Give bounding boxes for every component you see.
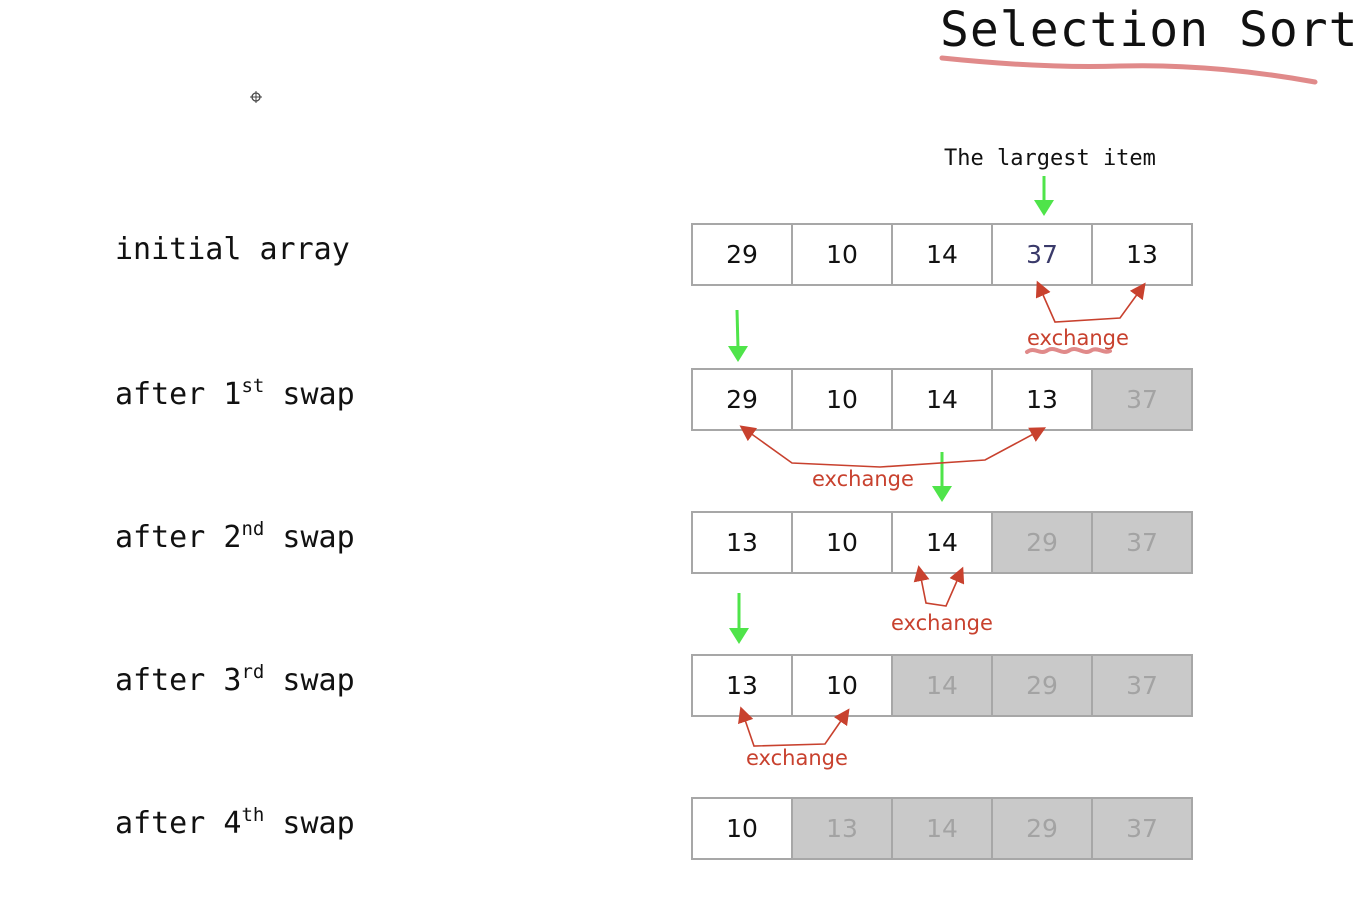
row-label-1: after 1st swap [115,375,355,412]
array-cell: 14 [893,370,993,429]
array-cell: 29 [693,225,793,284]
array-cell-sorted: 37 [1093,656,1193,715]
array-cell-sorted: 37 [1093,513,1193,572]
array-cell: 13 [1093,225,1193,284]
row-label-initial: initial array [115,232,350,267]
row-label-3: after 3rd swap [115,661,355,698]
exchange-arrow [1035,280,1146,323]
array-cell: 14 [893,225,993,284]
array-cell-sorted: 14 [893,799,993,858]
exchange-arrow [738,706,850,747]
array-cell: 10 [793,370,893,429]
exchange-label: exchange [812,467,914,491]
green-arrow-icon [728,309,748,362]
row-label-4: after 4th swap [115,804,355,841]
array-cell-sorted: 29 [993,513,1093,572]
array-cell: 13 [993,370,1093,429]
exchange-label: exchange [746,746,848,770]
crosshair-icon [250,91,262,103]
exchange-arrow [739,425,1047,468]
array-cell: 37 [993,225,1093,284]
green-arrow-icon [729,593,749,644]
largest-item-label: The largest item [944,146,1156,171]
array-cell: 10 [693,799,793,858]
array-cell-sorted: 37 [1093,370,1193,429]
array-cell: 10 [793,513,893,572]
array-cell: 14 [893,513,993,572]
array-cell: 10 [793,656,893,715]
exchange-arrow [913,565,965,607]
row-label-2: after 2nd swap [115,518,355,555]
title-underline [939,55,1318,85]
array-cell-sorted: 37 [1093,799,1193,858]
array-cell-sorted: 14 [893,656,993,715]
array-cell: 10 [793,225,893,284]
green-arrow-icon [1034,176,1054,216]
array-cell: 13 [693,513,793,572]
array-cell-sorted: 29 [993,799,1093,858]
green-arrow-icon [932,452,952,502]
array-cell: 13 [693,656,793,715]
page-title: Selection Sort [940,2,1359,58]
array-cell-sorted: 29 [993,656,1093,715]
array-cell-sorted: 13 [793,799,893,858]
array-cell: 29 [693,370,793,429]
exchange-label: exchange [1027,326,1129,350]
exchange-label: exchange [891,611,993,635]
